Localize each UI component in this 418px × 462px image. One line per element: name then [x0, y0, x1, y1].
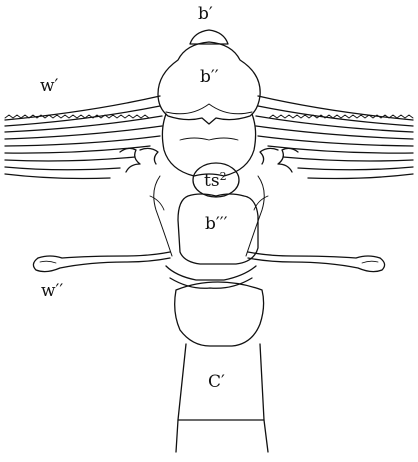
- label-b2: b′′: [200, 69, 219, 86]
- label-c1: C′: [208, 374, 225, 391]
- label-ts2: ts2: [204, 171, 227, 190]
- label-w1: w′: [40, 78, 58, 95]
- label-ts-sup: 2: [220, 170, 227, 183]
- right-forewing: [256, 96, 413, 179]
- label-ts-base: ts: [204, 171, 220, 191]
- left-forewing: [5, 96, 162, 179]
- postnotum: [166, 266, 256, 280]
- left-hindwing: [33, 252, 170, 272]
- right-hindwing: [248, 252, 385, 272]
- label-b1: b′: [198, 6, 213, 23]
- label-w2: w′′: [41, 283, 63, 300]
- abdominal-segment-1: [175, 282, 264, 346]
- label-b3: b′′′: [205, 216, 227, 233]
